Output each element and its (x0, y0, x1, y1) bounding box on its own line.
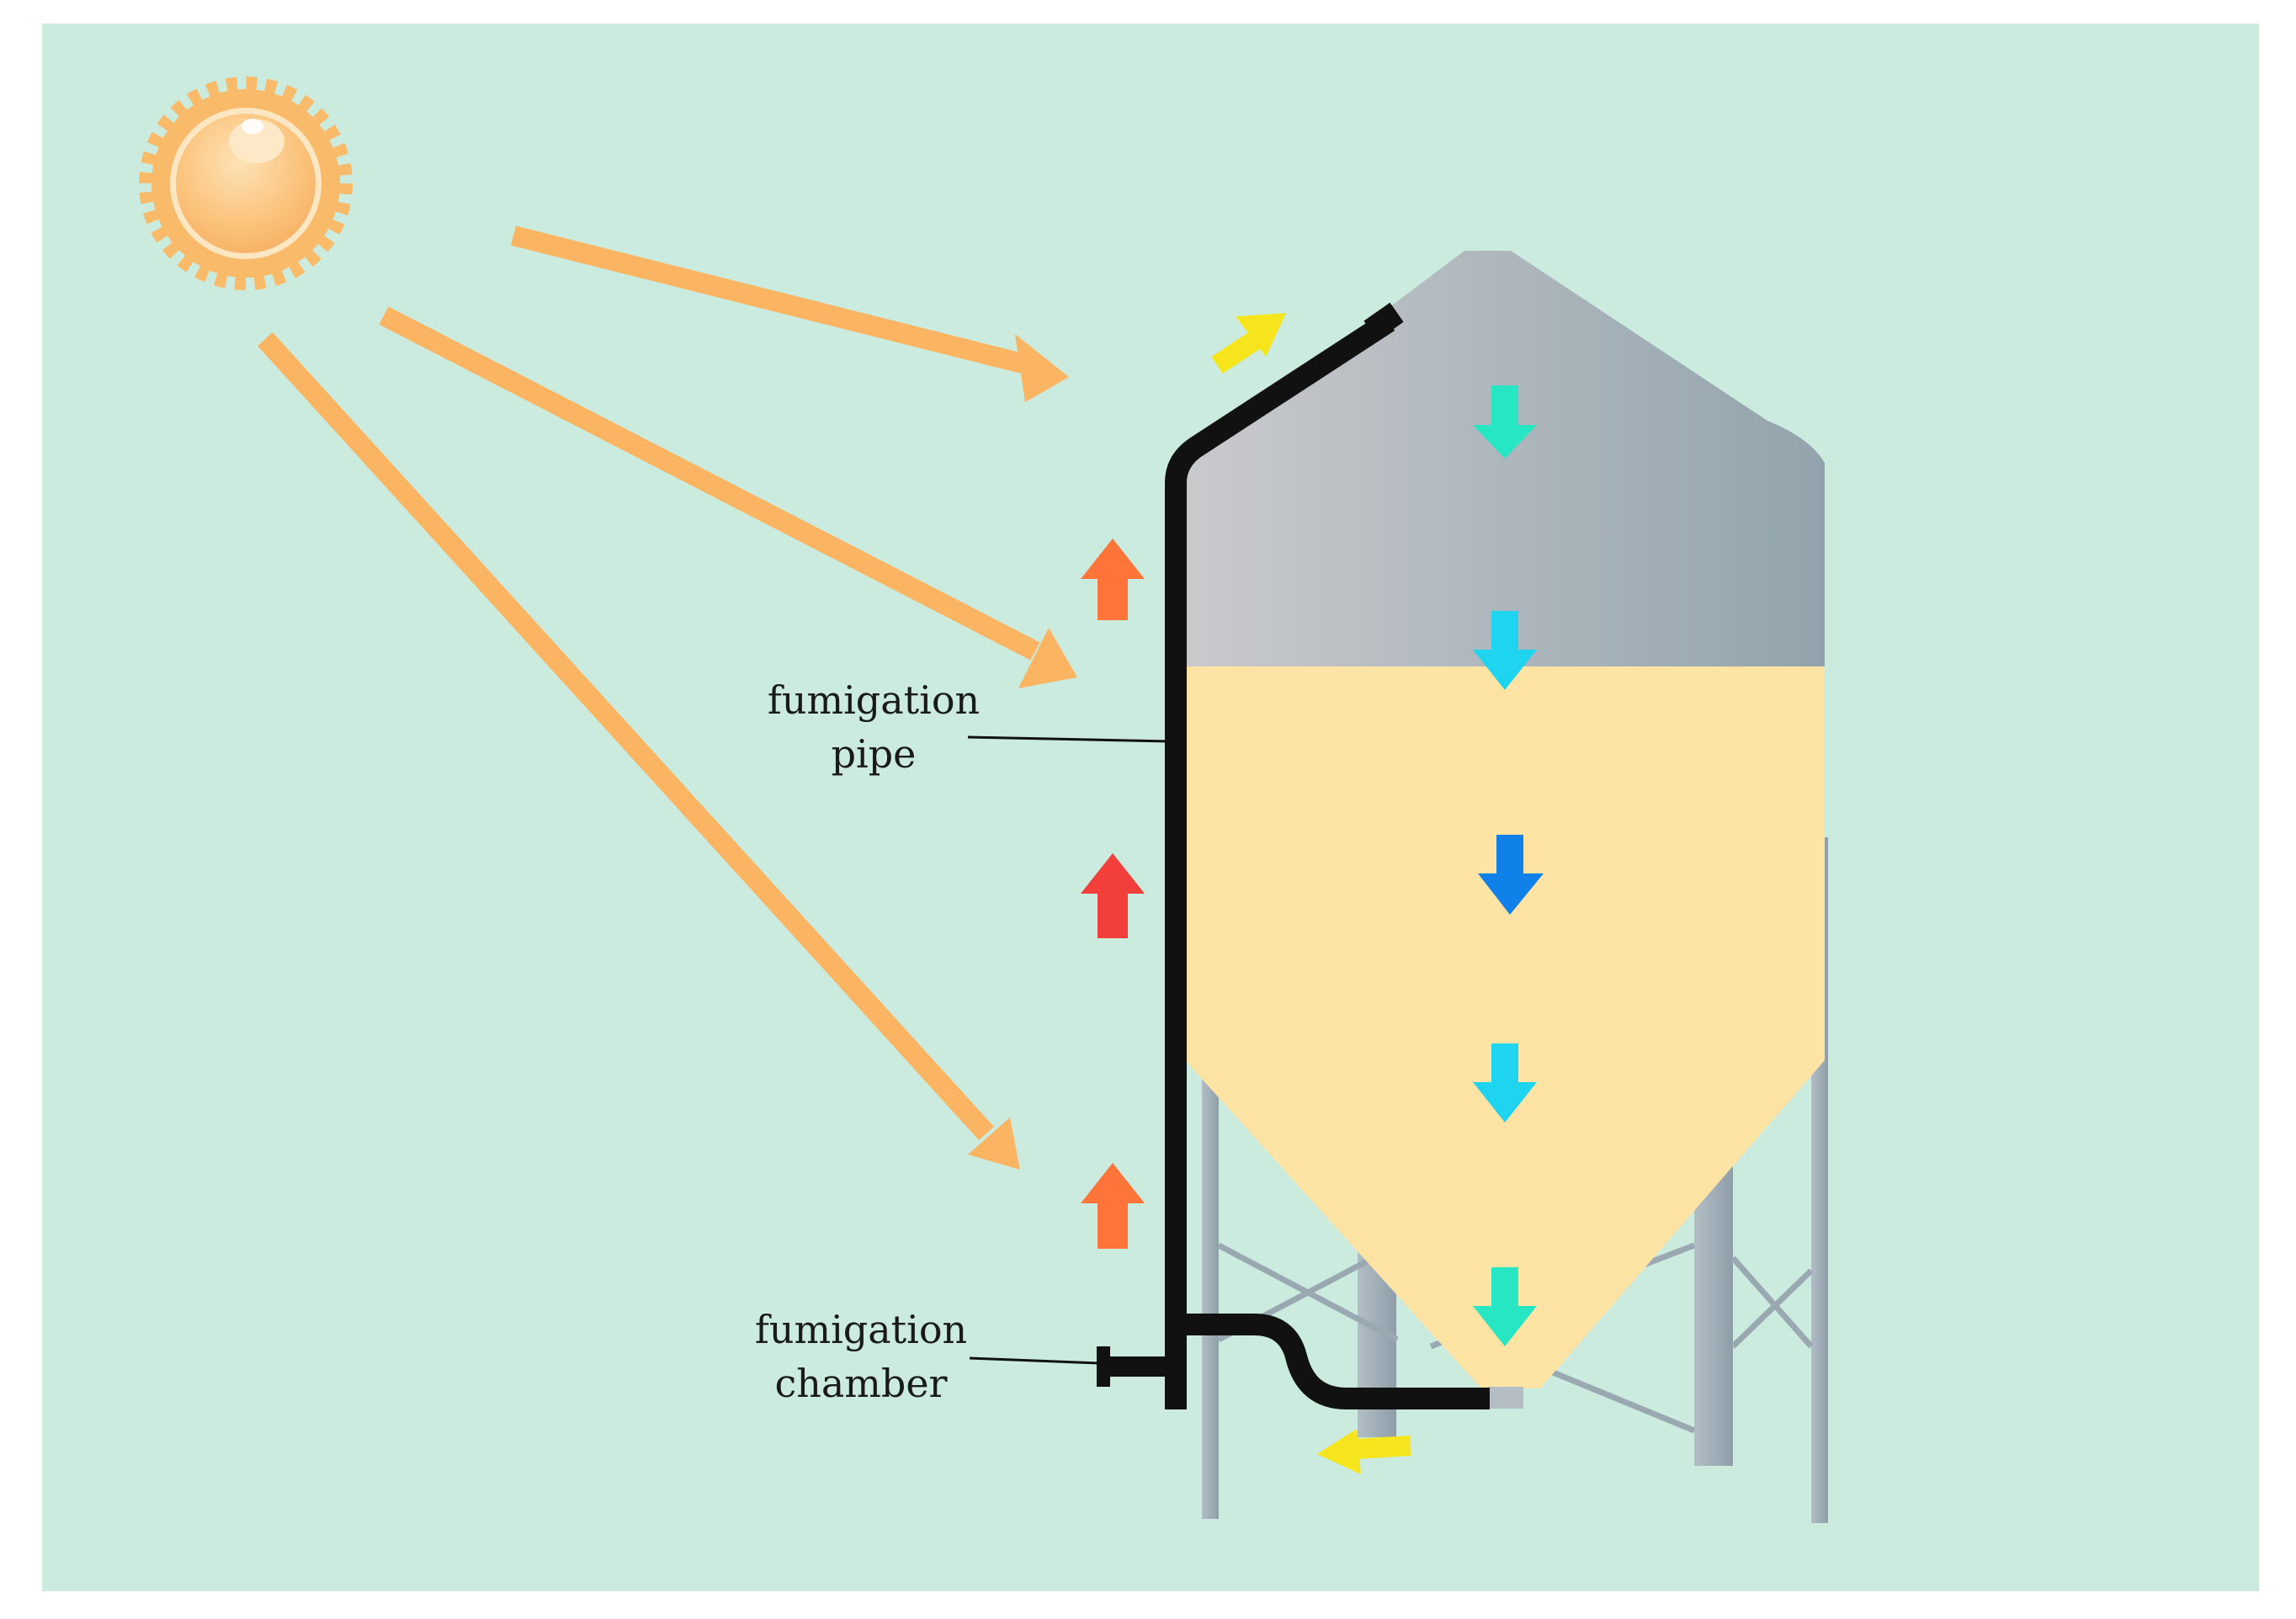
grain-fill (1185, 666, 1825, 1388)
heat-up-arrow-bottom (1081, 1163, 1145, 1249)
gas-down-arrow-2 (1473, 611, 1537, 690)
sunlight-arrow-top (511, 226, 1069, 402)
heat-up-arrow-middle (1081, 853, 1145, 938)
leader-line-pipe (967, 735, 1169, 743)
heat-up-arrow-top (1081, 539, 1145, 620)
background-panel (42, 24, 2259, 1591)
label-fumigation-pipe-line1: fumigation (768, 677, 980, 723)
sunlight-arrow-middle (379, 306, 1077, 688)
gas-flow-arrow-top (1211, 313, 1286, 374)
sun-icon (139, 77, 353, 290)
label-fumigation-pipe-line2: pipe (832, 731, 917, 777)
label-fumigation-chamber-line2: chamber (774, 1361, 947, 1406)
gas-flow-arrow-bottom (1317, 1429, 1411, 1474)
label-fumigation-chamber-line1: fumigation (755, 1307, 967, 1352)
gas-down-arrow-1 (1473, 385, 1537, 459)
gas-down-arrow-4 (1473, 1043, 1537, 1123)
leader-line-chamber (969, 1356, 1100, 1365)
gas-down-arrows (1473, 385, 1544, 1346)
gas-down-arrow-3 (1478, 835, 1544, 915)
sunlight-arrows (258, 226, 1077, 1170)
gas-down-arrow-5 (1473, 1267, 1537, 1346)
silo-outlet (1488, 1387, 1523, 1409)
fumigation-pipe (1165, 302, 1404, 1409)
fumigation-chamber (1097, 1314, 1490, 1409)
sunlight-arrow-bottom (258, 332, 1020, 1170)
